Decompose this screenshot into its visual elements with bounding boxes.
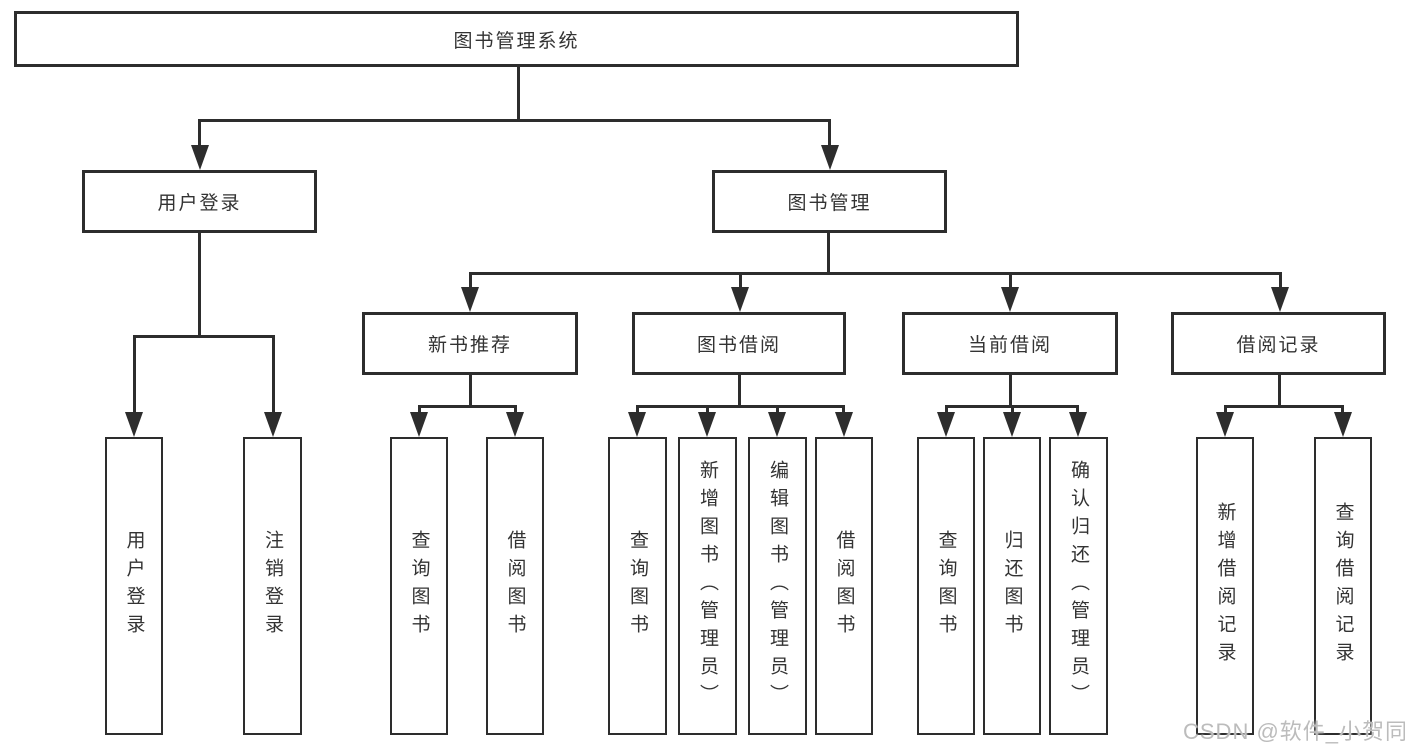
node-root: 图书管理系统	[14, 11, 1019, 67]
connector-line	[945, 405, 948, 413]
connector-line	[706, 405, 709, 413]
connector-line	[636, 405, 639, 413]
arrow-down-icon	[1216, 412, 1234, 437]
connector-line	[133, 335, 274, 338]
node-current-borrow: 当前借阅	[902, 312, 1118, 375]
connector-line	[133, 335, 136, 413]
node-root-label: 图书管理系统	[453, 30, 580, 52]
leaf-query-books-2: 查询图书	[608, 437, 667, 735]
connector-line	[776, 405, 779, 413]
connector-line	[828, 119, 831, 146]
connector-line	[469, 375, 472, 405]
connector-line	[1278, 375, 1281, 405]
leaf-add-borrow-record: 新增借阅记录	[1196, 437, 1254, 735]
node-new-book-recommend-label: 新书推荐	[427, 335, 512, 356]
leaf-query-borrow-record: 查询借阅记录	[1314, 437, 1372, 735]
connector-line	[517, 67, 520, 119]
node-user-login: 用户登录	[82, 170, 317, 233]
leaf-return-books-label: 归还图书	[1001, 530, 1023, 642]
arrow-down-icon	[835, 412, 853, 437]
connector-line	[418, 405, 516, 408]
arrow-down-icon	[264, 412, 282, 437]
connector-line	[198, 119, 201, 146]
leaf-logout-label: 注销登录	[262, 530, 283, 642]
connector-line	[418, 405, 421, 413]
node-current-borrow-label: 当前借阅	[967, 335, 1052, 356]
csdn-watermark: CSDN @软件_小贺同学	[1183, 719, 1405, 744]
connector-line	[469, 272, 472, 288]
arrow-down-icon	[410, 412, 428, 437]
leaf-borrow-books-1-label: 借阅图书	[504, 530, 526, 642]
connector-line	[198, 233, 201, 335]
connector-line	[739, 272, 742, 288]
arrow-down-icon	[461, 287, 479, 312]
node-borrow-records: 借阅记录	[1171, 312, 1386, 375]
leaf-confirm-return-admin-label: 确认归还（管理员）	[1068, 460, 1089, 712]
leaf-query-books-2-label: 查询图书	[627, 530, 648, 642]
arrow-down-icon	[1003, 412, 1021, 437]
arrow-down-icon	[1271, 287, 1289, 312]
leaf-add-borrow-record-label: 新增借阅记录	[1214, 502, 1236, 670]
connector-line	[272, 335, 275, 413]
connector-line	[738, 375, 741, 405]
connector-line	[1011, 405, 1014, 413]
leaf-confirm-return-admin: 确认归还（管理员）	[1049, 437, 1108, 735]
connector-line	[1224, 405, 1344, 408]
leaf-add-books-admin: 新增图书（管理员）	[678, 437, 737, 735]
connector-line	[1341, 405, 1344, 413]
leaf-edit-books-admin-label: 编辑图书（管理员）	[767, 460, 788, 712]
leaf-user-login: 用户登录	[105, 437, 163, 735]
arrow-down-icon	[821, 145, 839, 170]
leaf-edit-books-admin: 编辑图书（管理员）	[748, 437, 807, 735]
connector-line	[514, 405, 517, 413]
connector-line	[827, 233, 830, 273]
node-book-borrow-label: 图书借阅	[696, 335, 781, 356]
connector-line	[198, 119, 831, 122]
arrow-down-icon	[731, 287, 749, 312]
leaf-user-login-label: 用户登录	[123, 530, 145, 642]
connector-line	[636, 405, 845, 408]
node-book-management-label: 图书管理	[787, 193, 872, 214]
arrow-down-icon	[1001, 287, 1019, 312]
node-user-login-label: 用户登录	[157, 193, 242, 214]
connector-line	[1224, 405, 1227, 413]
arrow-down-icon	[506, 412, 524, 437]
arrow-down-icon	[191, 145, 209, 170]
leaf-query-books-3: 查询图书	[917, 437, 975, 735]
connector-line	[1009, 272, 1012, 288]
leaf-query-books-1-label: 查询图书	[408, 530, 430, 642]
arrow-down-icon	[1334, 412, 1352, 437]
node-book-management: 图书管理	[712, 170, 947, 233]
arrow-down-icon	[125, 412, 143, 437]
arrow-down-icon	[937, 412, 955, 437]
arrow-down-icon	[1069, 412, 1087, 437]
node-new-book-recommend: 新书推荐	[362, 312, 578, 375]
node-borrow-records-label: 借阅记录	[1236, 335, 1321, 356]
leaf-borrow-books-1: 借阅图书	[486, 437, 544, 735]
connector-line	[1009, 375, 1012, 405]
leaf-return-books: 归还图书	[983, 437, 1041, 735]
connector-line	[842, 405, 845, 413]
arrow-down-icon	[698, 412, 716, 437]
node-book-borrow: 图书借阅	[632, 312, 846, 375]
arrow-down-icon	[768, 412, 786, 437]
leaf-borrow-books-2: 借阅图书	[815, 437, 873, 735]
arrow-down-icon	[628, 412, 646, 437]
leaf-add-books-admin-label: 新增图书（管理员）	[697, 460, 718, 712]
leaf-logout: 注销登录	[243, 437, 302, 735]
leaf-query-borrow-record-label: 查询借阅记录	[1332, 502, 1354, 670]
connector-line	[1279, 272, 1282, 288]
leaf-borrow-books-2-label: 借阅图书	[833, 530, 855, 642]
leaf-query-books-3-label: 查询图书	[935, 530, 957, 642]
connector-line	[469, 272, 1282, 275]
connector-line	[1076, 405, 1079, 413]
leaf-query-books-1: 查询图书	[390, 437, 448, 735]
